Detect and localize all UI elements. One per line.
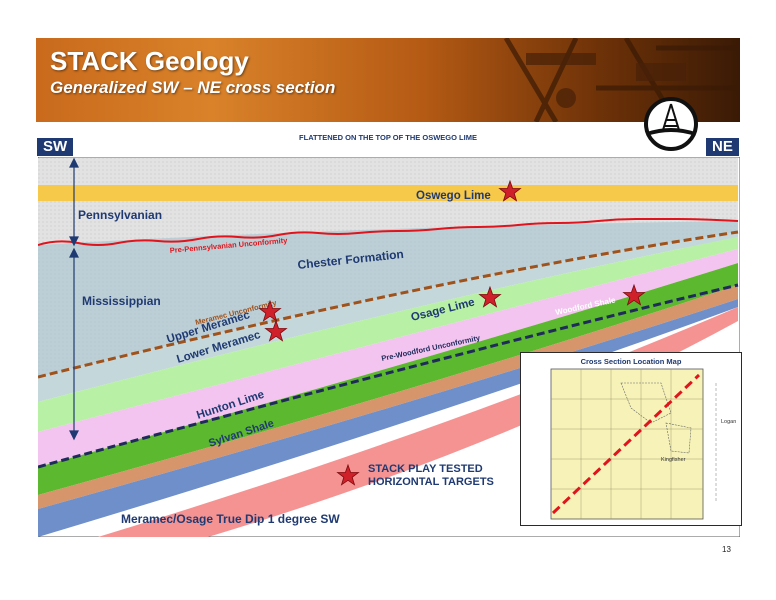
oswego-lime-layer [38,185,738,201]
pre-woodford-unconformity-line [38,283,739,469]
inset-map-title: Cross Section Location Map [580,357,682,366]
cross-section-line [551,373,701,515]
page-subtitle: Generalized SW – NE cross section [50,78,336,97]
pennsylvanian-span-arrow [69,157,79,247]
legend-text: STACK PLAY TESTED HORIZONTAL TARGETS [368,463,494,489]
woodford-shale-layer [38,285,738,509]
target-star-icon [498,179,522,202]
inset-town-kingfisher: Kingfisher [661,457,686,463]
target-star-icon [478,285,502,308]
target-star-icon [264,319,288,342]
legend-star-icon [336,463,360,486]
pennsylvanian-label: Pennsylvanian [78,208,162,222]
oil-rig-graphic [503,38,740,122]
page-title: STACK Geology [50,46,249,76]
mississippian-label: Mississippian [82,294,161,308]
lower-meramec-layer [38,249,738,467]
pre-pennsylvanian-unconformity-line [38,218,739,246]
inset-location-map: Cross Section Location Map Kingfisher Lo… [520,352,742,526]
inset-town-logan: Logan [721,419,736,425]
header-banner: STACK Geology Generalized SW – NE cross … [36,38,740,122]
mississippian-span-arrow [69,247,79,441]
osage-lime-layer [38,263,738,495]
meramec-unconformity-line [38,230,739,379]
flattened-note: FLATTENED ON THE TOP OF THE OSWEGO LIME [299,133,477,142]
legend-line-2: HORIZONTAL TARGETS [368,476,494,488]
inset-map-graphic: Kingfisher Logan [550,368,736,520]
legend-line-1: STACK PLAY TESTED [368,463,483,475]
target-star-icon [622,283,646,306]
page-number: 13 [722,545,731,554]
chester-lower-layer [38,232,738,402]
company-logo [644,97,698,151]
dip-note: Meramec/Osage True Dip 1 degree SW [121,512,340,526]
direction-label-sw: SW [37,138,74,156]
direction-label-ne: NE [706,138,739,156]
upper-meramec-layer [38,237,738,432]
oswego-lime-label: Oswego Lime [416,190,491,202]
target-star-icon [258,299,282,322]
